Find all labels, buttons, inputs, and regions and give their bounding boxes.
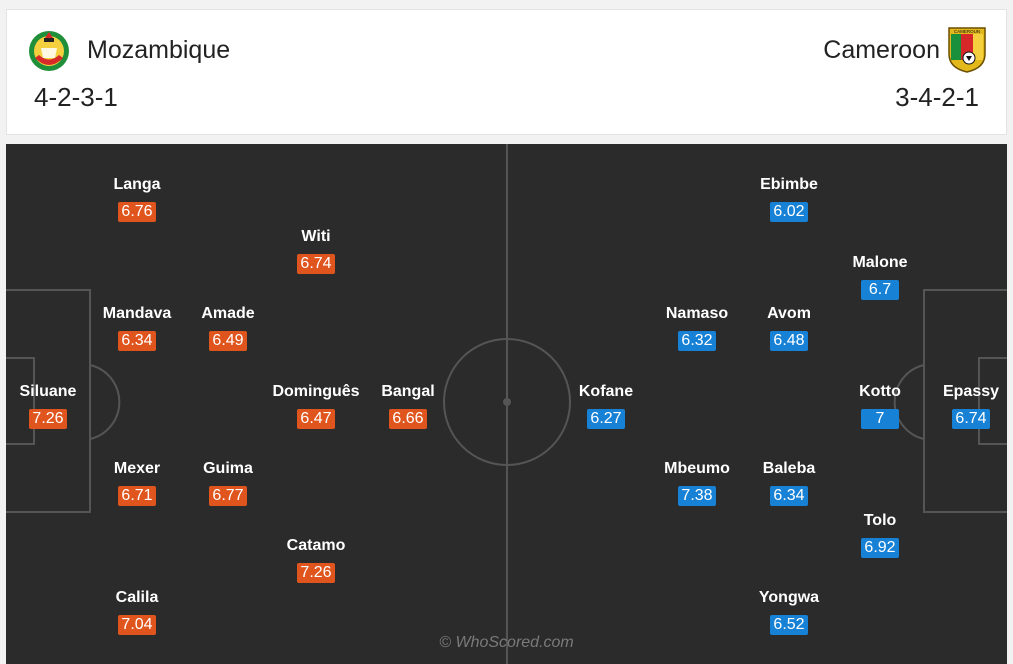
player-rating: 6.76 [118,202,156,222]
pitch-markings [6,144,1007,664]
player-card[interactable]: Yongwa 6.52 [744,588,834,635]
player-name: Avom [767,305,811,322]
player-card[interactable]: Guima 6.77 [183,459,273,506]
player-rating: 6.7 [861,280,899,300]
player-name: Malone [852,254,908,271]
player-name: Tolo [863,512,897,529]
player-card[interactable]: Baleba 6.34 [744,459,834,506]
player-name: Kotto [859,383,901,400]
player-card[interactable]: Mexer 6.71 [92,459,182,506]
player-card[interactable]: Mbeumo 7.38 [652,459,742,506]
player-rating: 6.77 [209,486,247,506]
player-name: Langa [113,176,161,193]
home-formation: 4-2-3-1 [34,82,118,112]
player-name: Namaso [665,305,729,322]
player-rating: 6.34 [770,486,808,506]
player-name: Guima [203,460,253,477]
cameroon-crest-icon: CAMEROUN [948,27,986,73]
player-name: Yongwa [758,589,820,606]
player-card[interactable]: Namaso 6.32 [652,304,742,351]
player-name: Bangal [381,383,435,400]
player-card[interactable]: Kotto 7 [835,382,925,429]
player-card[interactable]: Bangal 6.66 [363,382,453,429]
player-card[interactable]: Tolo 6.92 [835,511,925,558]
player-name: Mandava [102,305,172,322]
player-card[interactable]: Avom 6.48 [744,304,834,351]
player-name: Siluane [19,383,77,400]
player-card[interactable]: Witi 6.74 [271,227,361,274]
player-name: Amade [201,305,255,322]
player-rating: 7.04 [118,615,156,635]
player-name: Dominguês [272,383,360,400]
player-name: Mexer [113,460,161,477]
player-name: Witi [301,228,331,245]
player-rating: 6.47 [297,409,335,429]
player-rating: 6.48 [770,331,808,351]
player-rating: 7.26 [297,563,335,583]
player-rating: 7.38 [678,486,716,506]
player-card[interactable]: Kofane 6.27 [561,382,651,429]
player-card[interactable]: Catamo 7.26 [271,536,361,583]
player-card[interactable]: Malone 6.7 [835,253,925,300]
player-rating: 7 [861,409,899,429]
player-rating: 6.71 [118,486,156,506]
mozambique-crest-icon [29,31,69,71]
home-team-name[interactable]: Mozambique [87,36,231,64]
player-rating: 6.27 [587,409,625,429]
player-name: Kofane [578,383,634,400]
player-rating: 6.92 [861,538,899,558]
player-rating: 6.49 [209,331,247,351]
watermark: © WhoScored.com [439,634,574,651]
player-rating: 7.26 [29,409,67,429]
pitch: Siluane 7.26 Langa 6.76 Mandava 6.34 Mex… [6,144,1007,664]
player-rating: 6.52 [770,615,808,635]
match-header: Mozambique 4-2-3-1 Cameroon CAMEROUN 3-4… [6,9,1007,135]
player-rating: 6.02 [770,202,808,222]
player-rating: 6.32 [678,331,716,351]
player-card[interactable]: Siluane 7.26 [6,382,93,429]
player-name: Baleba [762,460,816,477]
player-name: Catamo [286,537,346,554]
player-rating: 6.34 [118,331,156,351]
player-card[interactable]: Ebimbe 6.02 [744,175,834,222]
away-team-name[interactable]: Cameroon [823,36,940,64]
cameroon-badge-text: CAMEROUN [954,29,980,34]
player-name: Mbeumo [664,460,730,477]
player-card[interactable]: Langa 6.76 [92,175,182,222]
player-card[interactable]: Epassy 6.74 [926,382,1007,429]
player-card[interactable]: Mandava 6.34 [92,304,182,351]
player-rating: 6.74 [952,409,990,429]
player-card[interactable]: Calila 7.04 [92,588,182,635]
player-rating: 6.66 [389,409,427,429]
player-card[interactable]: Amade 6.49 [183,304,273,351]
player-rating: 6.74 [297,254,335,274]
player-name: Ebimbe [760,176,818,193]
player-name: Epassy [942,383,1000,400]
player-name: Calila [115,589,159,606]
player-card[interactable]: Dominguês 6.47 [271,382,361,429]
away-formation: 3-4-2-1 [895,82,979,112]
